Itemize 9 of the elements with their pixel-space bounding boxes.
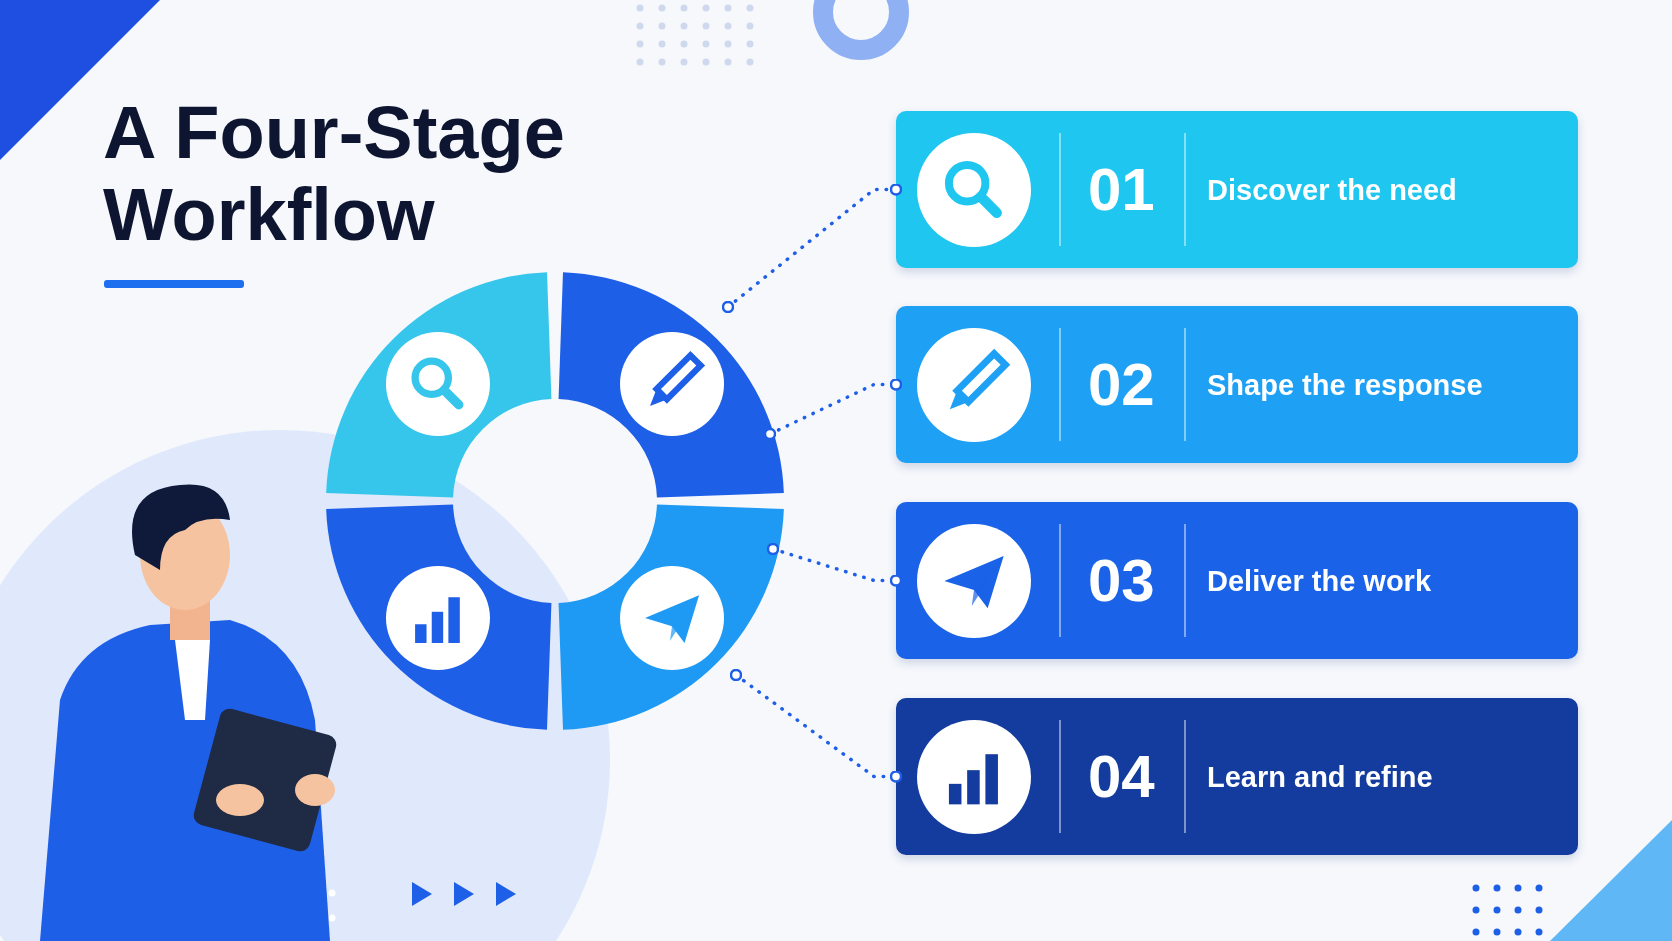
step-label: Shape the response bbox=[1207, 367, 1483, 403]
title: A Four-Stage Workflow bbox=[103, 92, 566, 256]
step-number: 04 bbox=[1088, 741, 1155, 812]
step-label: Learn and refine bbox=[1207, 759, 1433, 795]
step-number: 02 bbox=[1088, 349, 1155, 420]
step-number: 01 bbox=[1088, 154, 1155, 225]
step-label: Deliver the work bbox=[1207, 563, 1432, 599]
step-label: Discover the need bbox=[1207, 172, 1457, 208]
step-number: 03 bbox=[1088, 545, 1155, 616]
